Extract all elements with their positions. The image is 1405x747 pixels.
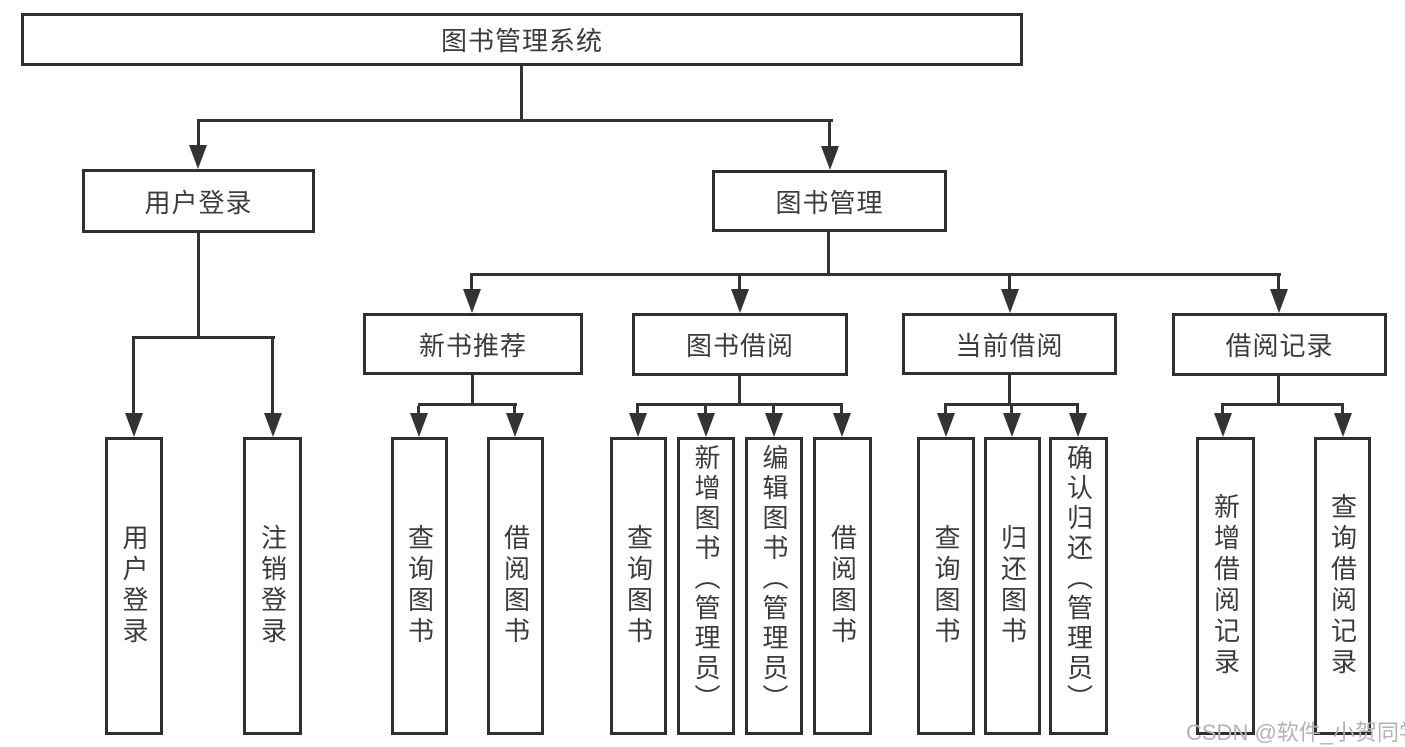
connector-line (944, 406, 947, 416)
connector-line (471, 375, 474, 405)
node-book-management: 图书管理 (712, 170, 947, 232)
connector-line (944, 403, 1079, 406)
connector-line (1221, 403, 1344, 406)
arrow-down-icon (410, 413, 428, 437)
connector-line (271, 338, 274, 415)
leaf-user-login: 用户登录 (105, 437, 163, 735)
leaf-query-borrow-record: 查询借阅记录 (1314, 437, 1371, 735)
leaf-label: 新增借阅记录 (1210, 493, 1241, 679)
connector-line (840, 406, 843, 416)
leaf-label: 借阅图书 (500, 524, 531, 648)
connector-line (738, 376, 741, 405)
connector-line (417, 406, 420, 416)
arrow-down-icon (1270, 289, 1288, 313)
arrow-down-icon (731, 289, 749, 313)
arrow-down-icon (1069, 413, 1087, 437)
connector-line (520, 66, 523, 121)
arrow-down-icon (463, 289, 481, 313)
arrow-down-icon (697, 413, 715, 437)
arrow-down-icon (821, 146, 839, 170)
connector-line (470, 276, 473, 292)
arrow-down-icon (937, 413, 955, 437)
arrow-down-icon (629, 413, 647, 437)
leaf-label: 查询借阅记录 (1327, 493, 1358, 679)
leaf-label: 编辑图书（管理员） (759, 444, 789, 714)
leaf-label: 查询图书 (623, 524, 654, 648)
connector-line (418, 403, 517, 406)
arrow-down-icon (506, 413, 524, 437)
connector-line (1277, 276, 1280, 292)
connector-line (1008, 276, 1011, 292)
arrow-down-icon (264, 413, 282, 437)
arrow-down-icon (1214, 413, 1232, 437)
connector-line (1341, 406, 1344, 416)
connector-line (1008, 375, 1011, 405)
leaf-query-books-3: 查询图书 (917, 437, 975, 735)
leaf-borrow-books-1: 借阅图书 (487, 437, 544, 735)
leaf-borrow-books-2: 借阅图书 (813, 437, 872, 735)
node-root-library-system: 图书管理系统 (21, 13, 1023, 66)
arrow-down-icon (125, 413, 143, 437)
node-book-borrowing: 图书借阅 (632, 313, 848, 376)
leaf-return-books: 归还图书 (984, 437, 1041, 735)
connector-line (704, 406, 707, 416)
leaf-label: 归还图书 (997, 524, 1028, 648)
connector-line (197, 233, 200, 338)
leaf-label: 注销登录 (257, 524, 288, 648)
leaf-label: 查询图书 (931, 524, 961, 648)
leaf-edit-books-admin: 编辑图书（管理员） (745, 437, 803, 735)
connector-line (636, 406, 639, 416)
connector-line (738, 276, 741, 292)
leaf-add-borrow-record: 新增借阅记录 (1196, 437, 1255, 735)
csdn-watermark: CSDN @软件_小贺同学 (1186, 720, 1405, 745)
node-current-borrowing: 当前借阅 (902, 313, 1117, 375)
connector-line (1277, 376, 1280, 405)
leaf-query-books-1: 查询图书 (391, 437, 448, 735)
arrow-down-icon (833, 413, 851, 437)
connector-line (1010, 406, 1013, 416)
arrow-down-icon (1003, 413, 1021, 437)
leaf-logout: 注销登录 (243, 437, 302, 735)
connector-line (636, 403, 843, 406)
leaf-label: 查询图书 (404, 524, 435, 648)
connector-line (772, 406, 775, 416)
leaf-query-books-2: 查询图书 (610, 437, 667, 735)
arrow-down-icon (189, 145, 207, 169)
connector-line (132, 338, 135, 415)
leaf-label: 确认归还（管理员） (1063, 444, 1094, 714)
leaf-label: 借阅图书 (827, 524, 858, 648)
arrow-down-icon (1334, 413, 1352, 437)
leaf-confirm-return-admin: 确认归还（管理员） (1049, 437, 1108, 735)
connector-line (132, 336, 275, 339)
connector-line (1221, 406, 1224, 416)
node-user-login: 用户登录 (82, 169, 315, 233)
leaf-add-books-admin: 新增图书（管理员） (677, 437, 735, 735)
connector-line (197, 121, 200, 147)
connector-line (197, 119, 833, 122)
connector-line (513, 406, 516, 416)
leaf-label: 用户登录 (119, 524, 149, 648)
connector-line (827, 232, 830, 275)
arrow-down-icon (1001, 289, 1019, 313)
connector-line (1076, 406, 1079, 416)
leaf-label: 新增图书（管理员） (691, 444, 721, 714)
node-borrowing-records: 借阅记录 (1172, 313, 1387, 376)
node-new-book-recommend: 新书推荐 (363, 313, 583, 375)
connector-line (470, 273, 1281, 276)
connector-line (828, 121, 831, 148)
arrow-down-icon (765, 413, 783, 437)
